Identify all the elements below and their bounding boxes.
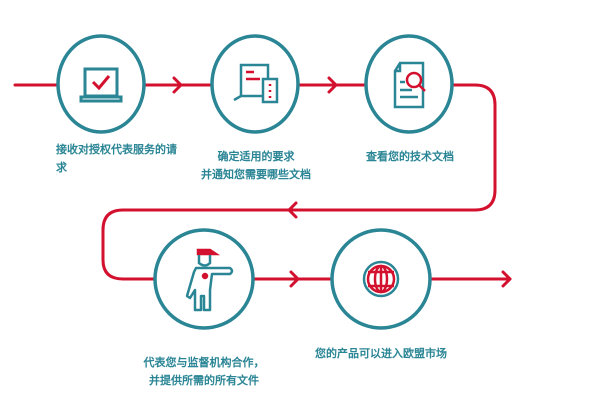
step-4-label: 代表您与监督机构合作， 并提供所需的所有文件 <box>144 354 265 390</box>
arrow-right-icon <box>501 270 512 288</box>
step-5-label: 您的产品可以进入欧盟市场 <box>315 345 447 363</box>
document-search-icon <box>393 61 426 109</box>
devices-document-icon <box>233 63 279 104</box>
arrow-right-icon <box>172 76 183 94</box>
label-line: 接收对授权代表服务的请 <box>56 143 177 156</box>
step-2-label: 确定适用的要求 并通知您需要哪些文档 <box>201 148 311 184</box>
arrow-right-icon <box>327 76 338 94</box>
step-1-label: 接收对授权代表服务的请 求 <box>56 141 177 177</box>
arrow-left-icon <box>287 201 298 219</box>
label-line: 并通知您需要哪些文档 <box>201 168 311 181</box>
label-line: 您的产品可以进入欧盟市场 <box>315 347 447 360</box>
step-2-circle <box>210 34 300 134</box>
label-line: 查看您的技术文档 <box>366 150 454 163</box>
globe-icon <box>362 260 400 298</box>
arrow-right-icon <box>289 270 300 288</box>
label-line: 代表您与监督机构合作， <box>143 356 265 369</box>
label-line: 求 <box>56 161 67 174</box>
flow-line <box>13 83 512 281</box>
step-3-label: 查看您的技术文档 <box>366 148 454 166</box>
label-line: 并提供所需的所有文件 <box>149 374 259 387</box>
label-line: 确定适用的要求 <box>217 150 295 163</box>
laptop-check-icon <box>79 67 123 103</box>
representative-person-icon <box>185 248 234 312</box>
